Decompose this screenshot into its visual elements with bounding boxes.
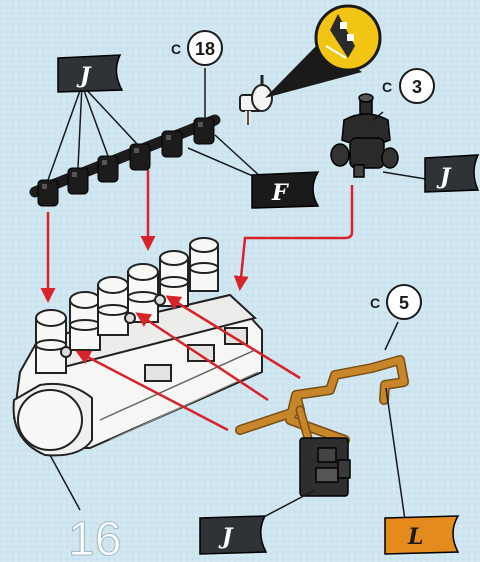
flag-bottom-right-label: L bbox=[407, 524, 423, 550]
rail-injector-1 bbox=[38, 180, 58, 206]
rail-injector-6 bbox=[194, 118, 214, 144]
port-1 bbox=[36, 310, 66, 373]
callout-c18-number: 18 bbox=[195, 39, 215, 59]
solenoid-part bbox=[300, 438, 350, 496]
port-3 bbox=[98, 277, 128, 335]
rail-injector-3 bbox=[98, 156, 118, 182]
callout-c3-number: 3 bbox=[412, 77, 422, 97]
callout-c5-number: 5 bbox=[399, 293, 409, 313]
step-number: 16 bbox=[68, 513, 121, 562]
callout-c18-letter: C bbox=[171, 41, 181, 57]
flag-bottom-left: J bbox=[200, 516, 266, 554]
port-2 bbox=[70, 292, 100, 350]
flag-bottom-right: L bbox=[385, 516, 458, 554]
rail-injector-2 bbox=[68, 168, 88, 194]
flag-right-valve: J bbox=[425, 155, 478, 192]
flag-rail-label: F bbox=[271, 180, 289, 206]
flag-rail: F bbox=[252, 172, 318, 208]
flag-top-left: J bbox=[58, 55, 122, 92]
rail-injector-5 bbox=[162, 131, 182, 157]
port-6 bbox=[190, 238, 218, 291]
callout-c3-letter: C bbox=[382, 79, 392, 95]
callout-c5-letter: C bbox=[370, 295, 380, 311]
rail-injector-4 bbox=[130, 144, 150, 170]
